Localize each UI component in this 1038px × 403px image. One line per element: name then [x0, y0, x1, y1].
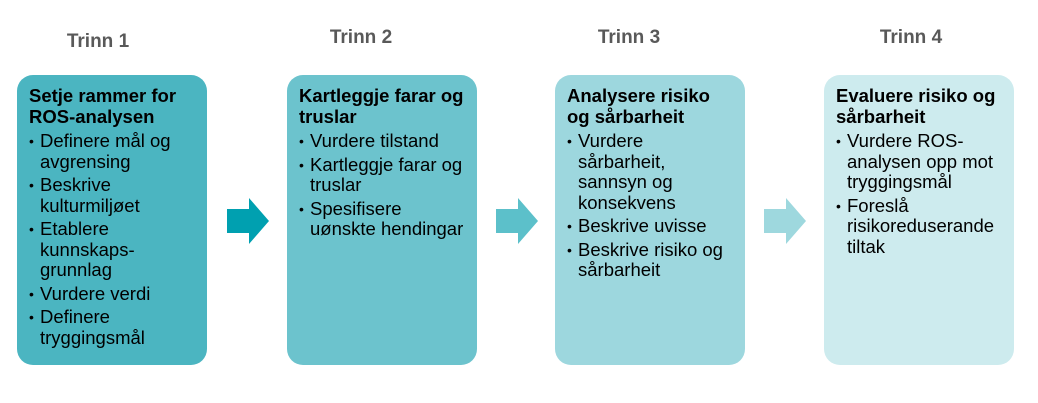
arrow-right-icon [496, 198, 538, 244]
step-2-title: Kartleggje farar og truslar [299, 85, 464, 127]
list-item: Vurdere verdi [29, 283, 197, 305]
list-item: Beskrive kulturmiljøet [29, 174, 197, 216]
step-4-list: Vurdere ROS-analysen opp mot tryggingsmå… [836, 130, 1004, 258]
list-item: Definere tryggingsmål [29, 306, 197, 348]
step-4-box: Evaluere risiko og sårbarheit Vurdere RO… [824, 75, 1014, 365]
list-item: Vurdere tilstand [299, 130, 467, 152]
list-item: Spesifisere uønskte hendingar [299, 198, 467, 240]
arrow-right-icon [764, 198, 806, 244]
step-3-label: Trinn 3 [597, 27, 661, 48]
step-1-title: Setje rammer for ROS-analysen [29, 85, 177, 127]
list-item: Kartleggje farar og truslar [299, 154, 467, 196]
step-3-title: Analysere risiko og sårbarheit [567, 85, 710, 127]
step-2-label: Trinn 2 [329, 27, 393, 48]
step-1-box: Setje rammer for ROS-analysen Definere m… [17, 75, 207, 365]
step-3-list: Vurdere sårbarheit, sannsyn og konsekven… [567, 130, 735, 281]
step-4-label: Trinn 4 [879, 27, 943, 48]
list-item: Vurdere sårbarheit, sannsyn og konsekven… [567, 130, 735, 213]
step-1-list: Definere mål og avgrensing Beskrive kult… [29, 130, 197, 348]
step-3-box: Analysere risiko og sårbarheit Vurdere s… [555, 75, 745, 365]
step-2-list: Vurdere tilstand Kartleggje farar og tru… [299, 130, 467, 240]
list-item: Vurdere ROS-analysen opp mot tryggingsmå… [836, 130, 1004, 193]
step-4-title: Evaluere risiko og sårbarheit [836, 85, 996, 127]
step-2-box: Kartleggje farar og truslar Vurdere tils… [287, 75, 477, 365]
step-1-label: Trinn 1 [66, 31, 130, 52]
arrow-right-icon [227, 198, 269, 244]
list-item: Definere mål og avgrensing [29, 130, 197, 172]
list-item: Etablere kunnskaps-grunnlag [29, 218, 197, 281]
list-item: Beskrive risiko og sårbarheit [567, 239, 735, 281]
list-item: Beskrive uvisse [567, 215, 735, 237]
list-item: Foreslå risikoreduserande tiltak [836, 195, 1004, 258]
